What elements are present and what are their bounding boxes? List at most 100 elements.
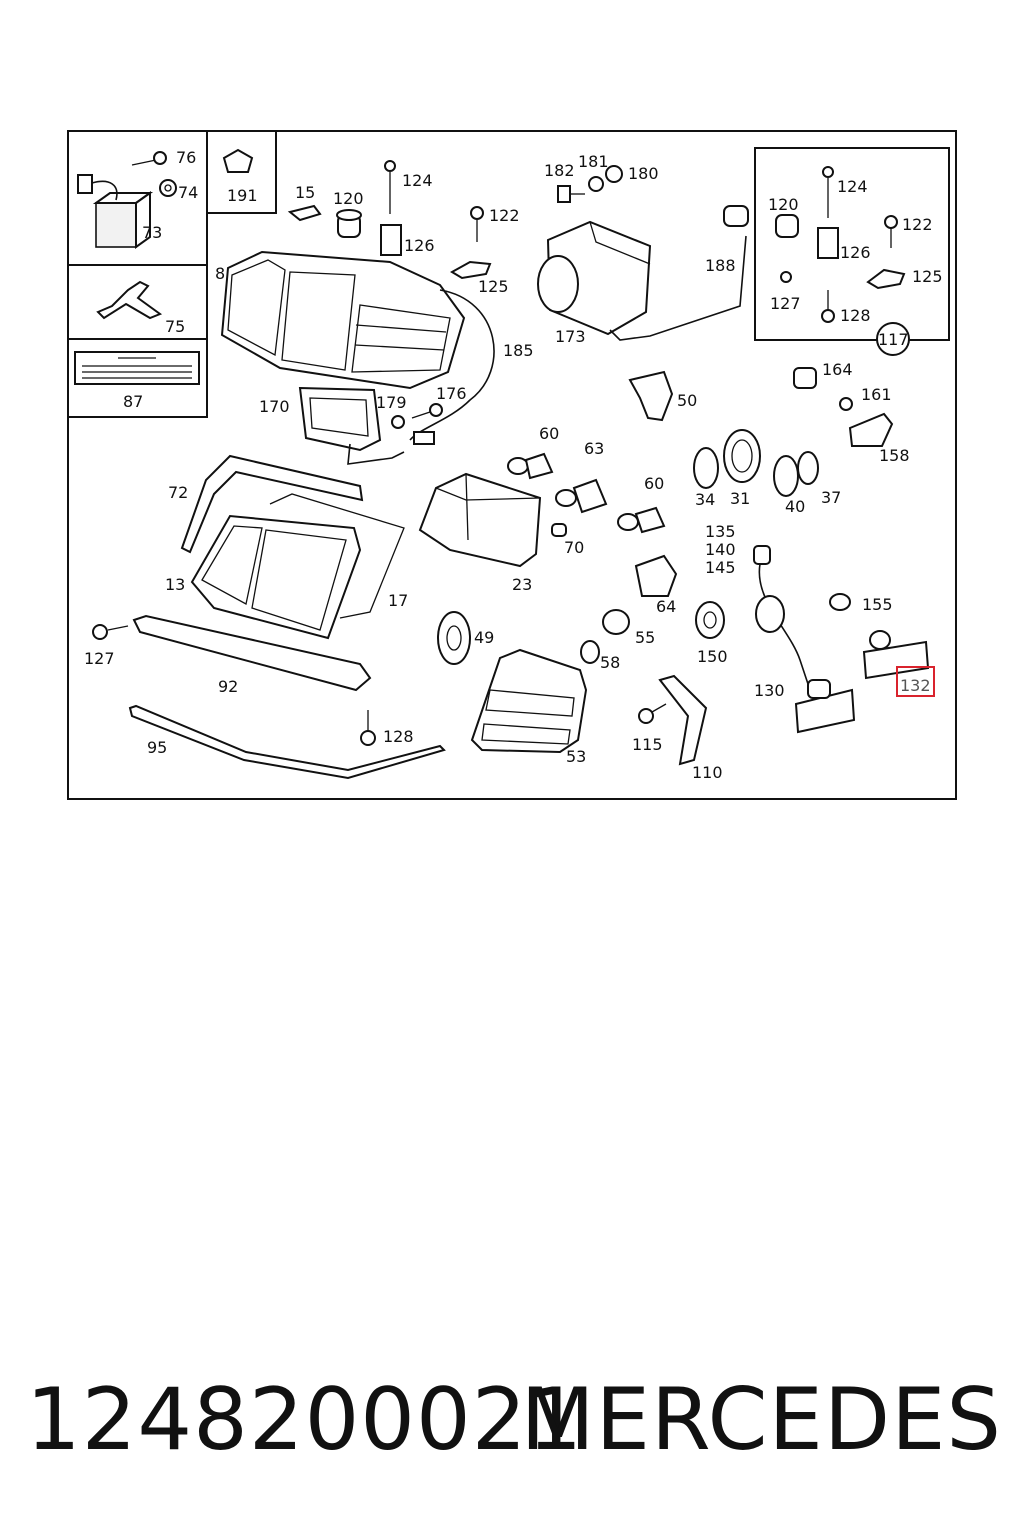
label-87: 87 bbox=[123, 392, 143, 411]
ring-37-icon bbox=[797, 451, 819, 485]
label-191: 191 bbox=[227, 186, 258, 205]
washer-181-icon bbox=[588, 176, 604, 192]
screw-127-icon bbox=[92, 624, 129, 640]
label-95: 95 bbox=[147, 738, 167, 757]
trim-72-icon bbox=[180, 454, 364, 554]
headlamp-8-icon bbox=[220, 250, 495, 441]
side-marker-158-icon bbox=[848, 412, 894, 447]
label-126b: 126 bbox=[840, 243, 871, 262]
clip-191-icon bbox=[222, 148, 254, 173]
clip-126-icon bbox=[380, 224, 402, 256]
clip-125-icon bbox=[450, 260, 492, 280]
label-145: 145 bbox=[705, 558, 736, 577]
bulb-161-icon bbox=[839, 397, 853, 411]
label-128: 128 bbox=[383, 727, 414, 746]
label-185: 185 bbox=[503, 341, 534, 360]
label-74: 74 bbox=[178, 183, 198, 202]
parts-diagram: 76 74 73 191 75 87 15 120 124 126 122 12… bbox=[67, 130, 957, 800]
label-31: 31 bbox=[730, 489, 750, 508]
label-23: 23 bbox=[512, 575, 532, 594]
cap-150-icon bbox=[695, 601, 725, 639]
inset-box-left bbox=[67, 130, 277, 418]
ring-40-icon bbox=[773, 455, 799, 497]
gasket-17-icon bbox=[269, 493, 405, 619]
control-unit-173-icon bbox=[537, 205, 749, 341]
label-40: 40 bbox=[785, 497, 805, 516]
bulb-60b-icon bbox=[617, 506, 666, 534]
screw-76-icon bbox=[131, 151, 167, 166]
label-135: 135 bbox=[705, 522, 736, 541]
label-117: 117 bbox=[878, 330, 909, 349]
label-13: 13 bbox=[165, 575, 185, 594]
label-15: 15 bbox=[295, 183, 315, 202]
label-155: 155 bbox=[862, 595, 893, 614]
harness-130-icon bbox=[753, 545, 856, 734]
lamp-53-icon bbox=[470, 648, 588, 754]
label-181: 181 bbox=[578, 152, 609, 171]
module-73-icon bbox=[77, 174, 154, 249]
label-92: 92 bbox=[218, 677, 238, 696]
cap-49-icon bbox=[437, 611, 471, 665]
strip-95-icon bbox=[128, 704, 446, 780]
label-127: 127 bbox=[84, 649, 115, 668]
label-176: 176 bbox=[436, 384, 467, 403]
screw-128-icon bbox=[360, 710, 376, 746]
label-55: 55 bbox=[635, 628, 655, 647]
label-75: 75 bbox=[165, 317, 185, 336]
label-70: 70 bbox=[564, 538, 584, 557]
screw-122-icon bbox=[470, 206, 484, 242]
lens-13-icon bbox=[190, 514, 362, 640]
highlight-box-132 bbox=[896, 666, 935, 697]
label-173: 173 bbox=[555, 327, 586, 346]
label-125b: 125 bbox=[912, 267, 943, 286]
indicator-23-icon bbox=[418, 472, 542, 568]
label-17: 17 bbox=[388, 591, 408, 610]
label-76: 76 bbox=[176, 148, 196, 167]
label-164: 164 bbox=[822, 360, 853, 379]
screw-115-icon bbox=[638, 703, 667, 724]
nut-74-icon bbox=[159, 179, 177, 197]
label-49: 49 bbox=[474, 628, 494, 647]
label-115: 115 bbox=[632, 735, 663, 754]
bulb-63-icon bbox=[555, 478, 608, 514]
bolt-182-icon bbox=[557, 185, 585, 203]
label-72: 72 bbox=[168, 483, 188, 502]
inset-fasteners-icon bbox=[775, 166, 910, 356]
label-122: 122 bbox=[489, 206, 520, 225]
label-132: 132 bbox=[900, 676, 931, 695]
label-124b: 124 bbox=[837, 177, 868, 196]
label-124: 124 bbox=[402, 171, 433, 190]
fog-lamp-170-icon bbox=[298, 386, 435, 465]
label-8: 8 bbox=[215, 264, 225, 283]
label-182: 182 bbox=[544, 161, 575, 180]
socket-64-icon bbox=[634, 554, 678, 597]
footer: 1248200021 MERCEDES bbox=[0, 1360, 1024, 1480]
bulb-164-icon bbox=[793, 367, 817, 389]
label-64: 64 bbox=[656, 597, 676, 616]
washer-179-icon bbox=[391, 415, 405, 429]
label-37: 37 bbox=[821, 488, 841, 507]
bracket-31-icon bbox=[723, 429, 761, 483]
label-180: 180 bbox=[628, 164, 659, 183]
bracket-110-icon bbox=[658, 674, 708, 766]
label-188: 188 bbox=[705, 256, 736, 275]
label-50: 50 bbox=[677, 391, 697, 410]
callout-labels: 76 74 73 191 75 87 15 120 124 126 122 12… bbox=[84, 148, 943, 782]
label-170: 170 bbox=[259, 397, 290, 416]
screw-124-icon bbox=[384, 160, 396, 214]
label-34: 34 bbox=[695, 490, 715, 509]
label-161: 161 bbox=[861, 385, 892, 404]
label-126: 126 bbox=[404, 236, 435, 255]
cable-tie-75-icon bbox=[96, 280, 163, 320]
nut-180-icon bbox=[605, 165, 623, 183]
label-53: 53 bbox=[566, 747, 586, 766]
part-number: 1248200021 bbox=[26, 1370, 584, 1470]
label-125: 125 bbox=[478, 277, 509, 296]
label-60a: 60 bbox=[539, 424, 559, 443]
socket-55-icon bbox=[602, 609, 630, 635]
ring-34-icon bbox=[693, 447, 719, 489]
label-110: 110 bbox=[692, 763, 723, 782]
label-63: 63 bbox=[584, 439, 604, 458]
clip-15-icon bbox=[287, 204, 322, 222]
bulb-60a-icon bbox=[507, 452, 554, 480]
